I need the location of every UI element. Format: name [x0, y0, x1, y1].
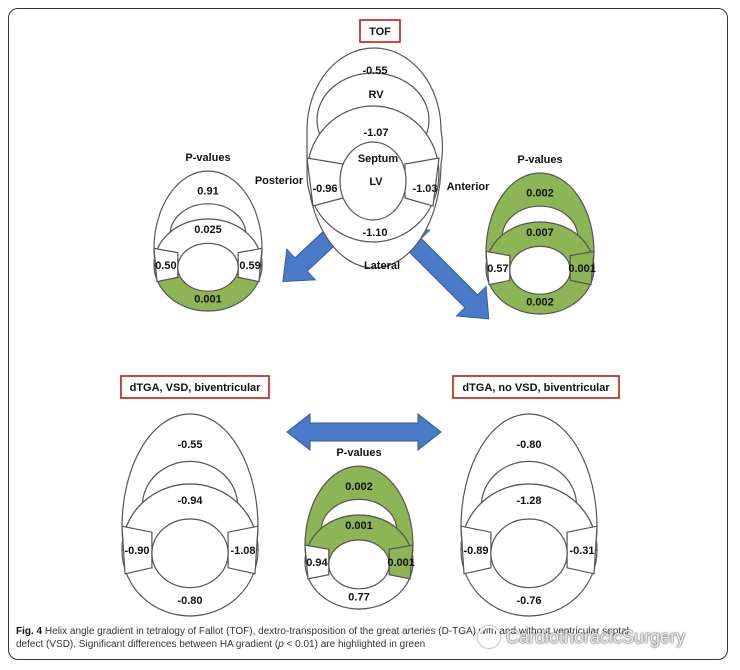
caption-p-symbol: p [278, 639, 284, 650]
dtga-vsd-box-label: dTGA, VSD, biventricular [130, 382, 262, 394]
tof-diagram: -0.55 RV -1.07 Septum LV -0.96 -1.03 -1.… [255, 47, 491, 272]
pval-left-posterior-value: 0.50 [155, 260, 176, 272]
tof-box-label: TOF [369, 26, 391, 38]
caption-fig-label: Fig. 4 [16, 626, 43, 637]
pval-right-anterior-value: 0.001 [568, 263, 596, 275]
pval-bottom-diagram: P-values 0.002 0.001 0.94 0.001 0.77 [304, 447, 415, 610]
figure-frame [8, 8, 728, 660]
pval-left-diagram: P-values 0.91 0.025 0.50 0.59 0.001 [153, 152, 263, 312]
dtga-vsd-lv-cavity [151, 518, 229, 589]
pval-bottom-title: P-values [336, 447, 381, 459]
pval-bottom-posterior-segment [304, 544, 330, 580]
pval-bottom-rv-value: 0.002 [345, 481, 373, 493]
tof-group-box: TOF [359, 19, 401, 43]
watermark-text: CardiothoracicSurgery [506, 626, 686, 647]
pval-bottom-anterior-segment [388, 544, 414, 580]
tof-septum-label: Septum [358, 153, 399, 165]
tof-posterior-label: Posterior [255, 175, 304, 187]
caption-line1: Helix angle gradient in tetralogy of Fal… [44, 626, 629, 637]
dtga-novsd-lv-cavity [490, 518, 568, 589]
arrow-dtga-vsd-to-dtga-novsd [286, 412, 442, 452]
tof-anterior-label: Anterior [447, 181, 491, 193]
pval-right-posterior-value: 0.57 [487, 263, 508, 275]
tof-septum-value: -1.07 [363, 127, 388, 139]
dtga-novsd-posterior-segment [460, 525, 492, 575]
tof-rv-value: -0.55 [362, 65, 387, 77]
dtga-vsd-anterior-value: -1.08 [230, 545, 255, 557]
watermark: CardiothoracicSurgery [478, 624, 728, 650]
dtga-vsd-posterior-segment [121, 525, 153, 575]
tof-rv-label: RV [368, 89, 384, 101]
dtga-novsd-septum-value: -1.28 [516, 495, 541, 507]
dtga-novsd-anterior-segment [566, 525, 598, 575]
pval-bottom-lv-cavity [328, 539, 390, 590]
pval-left-anterior-value: 0.59 [239, 260, 260, 272]
pval-left-septum-value: 0.025 [194, 224, 222, 236]
pval-right-rv-value: 0.002 [526, 188, 554, 200]
dtga-vsd-lateral-value: -0.80 [177, 595, 202, 607]
pval-left-lateral-value: 0.001 [194, 294, 222, 306]
dtga-novsd-box-label: dTGA, no VSD, biventricular [462, 382, 610, 394]
pval-right-title: P-values [517, 154, 562, 166]
dtga-novsd-rv-value: -0.80 [516, 439, 541, 451]
pval-left-lv-cavity [177, 242, 239, 292]
dtga-novsd-septum-segment [460, 483, 598, 551]
tof-lv-label: LV [369, 176, 383, 188]
pval-right-diagram: P-values 0.002 0.007 0.57 0.001 0.002 [485, 154, 596, 315]
dtga-vsd-septum-value: -0.94 [177, 495, 203, 507]
dtga-vsd-septum-segment [121, 483, 259, 551]
tof-lateral-label: Lateral [364, 260, 400, 272]
pval-bottom-septum-value: 0.001 [345, 520, 373, 532]
tof-posterior-segment [306, 157, 344, 207]
dtga-vsd-anterior-segment [227, 525, 259, 575]
pval-right-septum-value: 0.007 [526, 227, 554, 239]
pval-right-posterior-segment [485, 250, 511, 286]
dtga-novsd-anterior-value: -0.31 [569, 545, 594, 557]
tof-posterior-value: -0.96 [312, 183, 337, 195]
dtga-vsd-group-box: dTGA, VSD, biventricular [120, 375, 270, 399]
caption-line2-a: defect (VSD). Significant differences be… [16, 639, 279, 650]
dtga-novsd-diagram: -0.80 -1.28 -0.89 -0.31 -0.76 [460, 413, 598, 617]
pval-left-posterior-segment [153, 247, 179, 283]
pval-bottom-lateral-value: 0.77 [348, 592, 369, 604]
dtga-vsd-diagram: -0.55 -0.94 -0.90 -1.08 -0.80 [121, 413, 259, 617]
dtga-novsd-posterior-value: -0.89 [463, 545, 488, 557]
camera-icon [478, 626, 500, 648]
dtga-vsd-posterior-value: -0.90 [124, 545, 149, 557]
pval-right-anterior-segment [569, 250, 595, 286]
pval-bottom-posterior-value: 0.94 [306, 557, 328, 569]
pval-left-anterior-segment [237, 247, 263, 283]
figure-caption: Fig. 4 Helix angle gradient in tetralogy… [16, 625, 716, 651]
caption-line2-b: < 0.01) are highlighted in green [283, 639, 426, 650]
pval-right-lateral-value: 0.002 [526, 297, 554, 309]
tof-lateral-value: -1.10 [362, 227, 387, 239]
tof-lv-cavity [339, 141, 407, 221]
dtga-novsd-lateral-value: -0.76 [516, 595, 541, 607]
tof-anterior-segment [404, 157, 440, 207]
tof-anterior-value: -1.03 [412, 183, 437, 195]
pval-left-rv-value: 0.91 [197, 185, 218, 197]
pval-bottom-anterior-value: 0.001 [387, 557, 415, 569]
pval-right-lv-cavity [509, 245, 571, 295]
pval-left-title: P-values [185, 152, 230, 164]
dtga-novsd-group-box: dTGA, no VSD, biventricular [452, 375, 620, 399]
dtga-vsd-rv-value: -0.55 [177, 439, 202, 451]
